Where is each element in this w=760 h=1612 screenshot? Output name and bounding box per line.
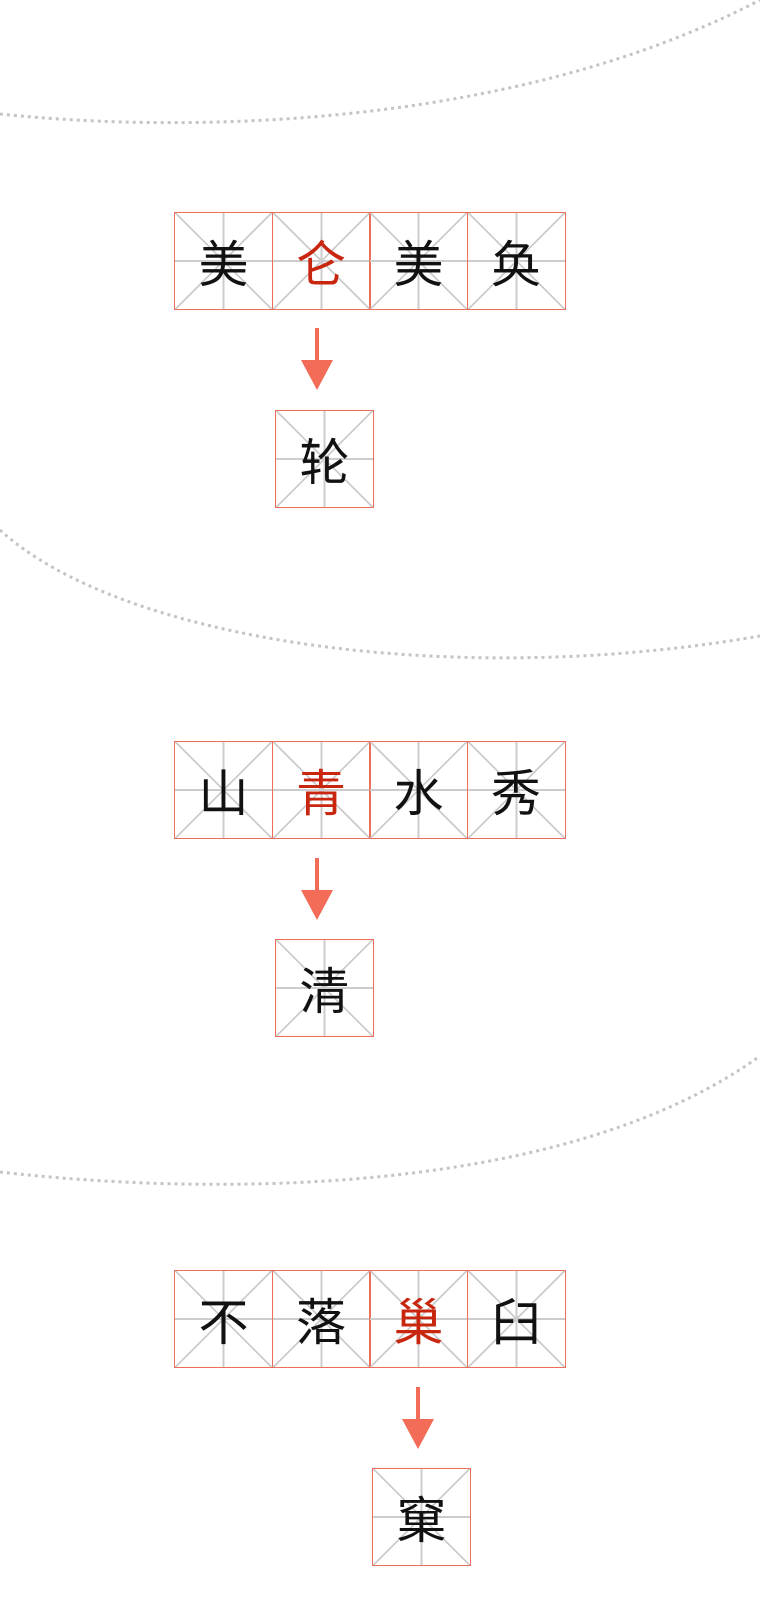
idiom-row-2: 山 青 水 秀 <box>174 741 566 839</box>
dotted-arc-2 <box>0 528 760 660</box>
char: 秀 <box>491 765 541 823</box>
answer-3: 窠 <box>372 1468 471 1566</box>
answer-cell: 清 <box>275 939 374 1037</box>
answer-cell: 轮 <box>275 410 374 508</box>
char: 奂 <box>491 236 541 294</box>
char: 美 <box>393 236 444 294</box>
char: 臼 <box>491 1294 541 1352</box>
idiom-row-1: 美 仑 美 奂 <box>174 212 566 310</box>
answer-char: 清 <box>299 963 350 1021</box>
char: 青 <box>296 765 346 823</box>
grid-cell: 不 <box>174 1270 273 1368</box>
char: 美 <box>198 236 249 294</box>
grid-cell: 奂 <box>466 212 566 310</box>
char: 水 <box>393 765 444 823</box>
char: 仑 <box>296 236 346 294</box>
char: 落 <box>296 1294 346 1352</box>
grid-cell: 落 <box>271 1270 371 1368</box>
answer-char: 轮 <box>299 434 350 492</box>
grid-cell-highlighted: 巢 <box>369 1270 468 1368</box>
grid-cell: 水 <box>369 741 468 839</box>
answer-1: 轮 <box>275 410 374 508</box>
char: 巢 <box>393 1294 444 1352</box>
dotted-arc-3 <box>0 1054 760 1186</box>
grid-cell: 美 <box>174 212 273 310</box>
answer-2: 清 <box>275 939 374 1037</box>
answer-cell: 窠 <box>372 1468 471 1566</box>
grid-cell: 美 <box>369 212 468 310</box>
idiom-row-3: 不 落 巢 臼 <box>174 1270 566 1368</box>
grid-cell: 臼 <box>466 1270 566 1368</box>
grid-cell-highlighted: 青 <box>271 741 371 839</box>
char: 山 <box>198 765 249 823</box>
char: 不 <box>198 1294 249 1352</box>
dotted-arc-1 <box>0 0 760 125</box>
answer-char: 窠 <box>396 1492 447 1550</box>
grid-cell-highlighted: 仑 <box>271 212 371 310</box>
grid-cell: 山 <box>174 741 273 839</box>
grid-cell: 秀 <box>466 741 566 839</box>
